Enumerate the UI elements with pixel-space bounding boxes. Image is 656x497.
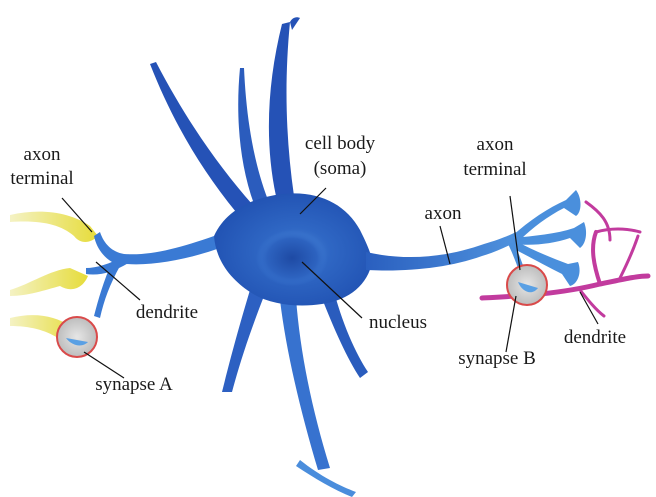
label-synapse-a: synapse A [95, 374, 173, 395]
label-axon-terminal-left-2: terminal [10, 168, 73, 189]
label-cell-body-2: (soma) [314, 158, 367, 179]
label-axon: axon [425, 203, 462, 224]
next-neuron-dendrite [482, 202, 648, 316]
synapse-a-marker [57, 317, 97, 357]
nucleus-shape [256, 230, 328, 286]
label-dendrite-left: dendrite [136, 302, 198, 323]
label-cell-body-1: cell body [305, 133, 376, 154]
label-nucleus: nucleus [369, 312, 427, 333]
label-axon-terminal-right-1: axon [477, 134, 514, 155]
label-dendrite-right: dendrite [564, 327, 626, 348]
label-synapse-b: synapse B [458, 348, 536, 369]
label-axon-terminal-right-2: terminal [463, 159, 526, 180]
label-axon-terminal-left-1: axon [24, 144, 61, 165]
upper-dendrites [150, 17, 300, 212]
lower-dendrites [222, 284, 368, 497]
